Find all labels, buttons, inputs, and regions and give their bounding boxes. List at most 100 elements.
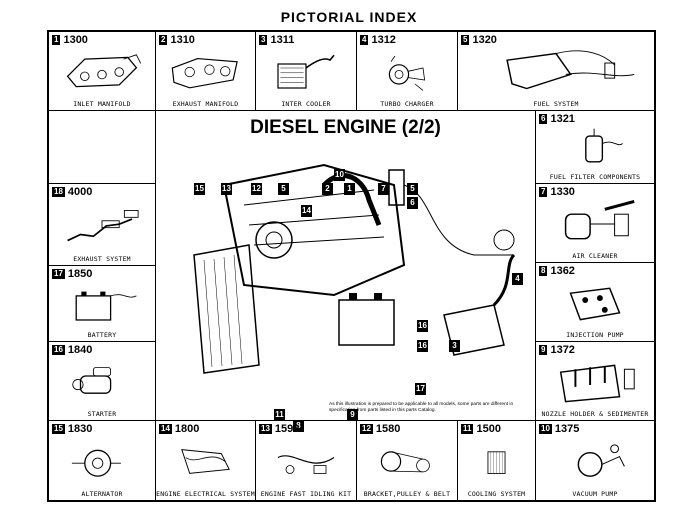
- section-number-badge: 8: [539, 266, 548, 276]
- section-caption: NOZZLE HOLDER & SEDIMENTER: [541, 410, 649, 418]
- callout-7: 7: [378, 183, 389, 195]
- section-number-badge: 9: [539, 345, 548, 355]
- callout-14: 14: [301, 205, 312, 217]
- section-caption: INLET MANIFOLD: [73, 100, 131, 108]
- section-caption: ENGINE FAST IDLING KIT: [260, 490, 352, 498]
- section-caption: ALTERNATOR: [81, 490, 123, 498]
- section-caption: COOLING SYSTEM: [467, 490, 526, 498]
- alternator-illustration: [59, 435, 145, 488]
- callout-5: 5: [278, 183, 289, 195]
- starter-illustration: [59, 356, 145, 408]
- section-caption: VACUUM PUMP: [572, 490, 618, 498]
- section-caption: BRACKET,PULLEY & BELT: [363, 490, 451, 498]
- section-number-badge: 7: [539, 187, 548, 197]
- section-number-badge: 6: [539, 114, 548, 124]
- section-number-badge: 11: [461, 424, 474, 434]
- engine-electrical-illustration: [166, 435, 245, 488]
- callout-5b: 5: [407, 183, 418, 195]
- callout-8: 8: [293, 420, 304, 432]
- section-code: 1500: [476, 423, 501, 435]
- section-code: 1330: [550, 186, 575, 198]
- section-code: 1311: [270, 34, 295, 46]
- blank-cell: [49, 111, 156, 184]
- callout-13: 13: [221, 183, 232, 195]
- section-caption: INJECTION PUMP: [566, 331, 624, 339]
- callout-4: 4: [512, 273, 523, 285]
- section-caption: EXHAUST SYSTEM: [73, 255, 131, 263]
- section-caption: FUEL SYSTEM: [533, 100, 579, 108]
- section-caption: AIR CLEANER: [572, 252, 618, 260]
- section-number-badge: 4: [360, 35, 369, 45]
- section-code: 1830: [67, 423, 93, 435]
- battery-illustration: [59, 280, 145, 329]
- inter-cooler-illustration: [266, 46, 346, 98]
- section-code: 1321: [550, 113, 575, 125]
- exhaust-manifold-illustration: [166, 46, 245, 98]
- callout-17: 17: [415, 383, 426, 395]
- section-number-badge: 5: [461, 35, 470, 45]
- air-cleaner-illustration: [546, 198, 644, 250]
- callout-1: 1: [344, 183, 355, 195]
- section-code: 1800: [174, 423, 200, 435]
- section-number-badge: 12: [360, 424, 373, 434]
- section-caption: STARTER: [87, 410, 117, 418]
- section-number-badge: 18: [52, 187, 65, 197]
- callout-15: 15: [194, 183, 205, 195]
- vacuum-pump-illustration: [546, 435, 644, 488]
- section-number-badge: 14: [159, 424, 172, 434]
- section-caption: INTER COOLER: [281, 100, 331, 108]
- section-number-badge: 1: [52, 35, 61, 45]
- page-title: PICTORIAL INDEX: [280, 9, 418, 25]
- section-code: 1580: [375, 423, 401, 435]
- section-code: 1850: [67, 268, 93, 280]
- callout-16: 16: [417, 320, 428, 332]
- callout-16b: 16: [417, 340, 428, 352]
- section-number-badge: 2: [159, 35, 168, 45]
- section-caption: EXHAUST MANIFOLD: [172, 100, 239, 108]
- section-code: 1362: [550, 265, 575, 277]
- section-caption: TURBO CHARGER: [380, 100, 434, 108]
- section-number-badge: 16: [52, 345, 65, 355]
- callout-2: 2: [322, 183, 333, 195]
- callout-9: 9: [347, 409, 358, 421]
- callout-12: 12: [251, 183, 262, 195]
- section-number-badge: 13: [259, 424, 272, 434]
- turbo-charger-illustration: [367, 46, 447, 98]
- fuel-system-illustration: [468, 46, 644, 98]
- cooling-system-illustration: [468, 435, 525, 488]
- bracket-pulley-belt-illustration: [367, 435, 447, 488]
- section-code: 1320: [472, 34, 497, 46]
- injection-pump-illustration: [546, 277, 644, 329]
- section-code: 1372: [550, 344, 575, 356]
- section-caption: BATTERY: [87, 331, 117, 339]
- callout-11: 11: [274, 409, 285, 421]
- fast-idling-kit-illustration: [266, 435, 346, 488]
- section-code: 1312: [371, 34, 396, 46]
- section-caption: ENGINE ELECTRICAL SYSTEM: [156, 490, 255, 498]
- section-code: 1310: [170, 34, 195, 46]
- section-code: 1590: [274, 423, 300, 435]
- applicability-note: As this illustration is prepared to be a…: [329, 402, 514, 413]
- diesel-engine-diagram: DIESEL ENGINE (2/2) 15 13 12 5: [156, 111, 536, 432]
- section-code: 1840: [67, 344, 93, 356]
- section-number-badge: 15: [52, 424, 65, 434]
